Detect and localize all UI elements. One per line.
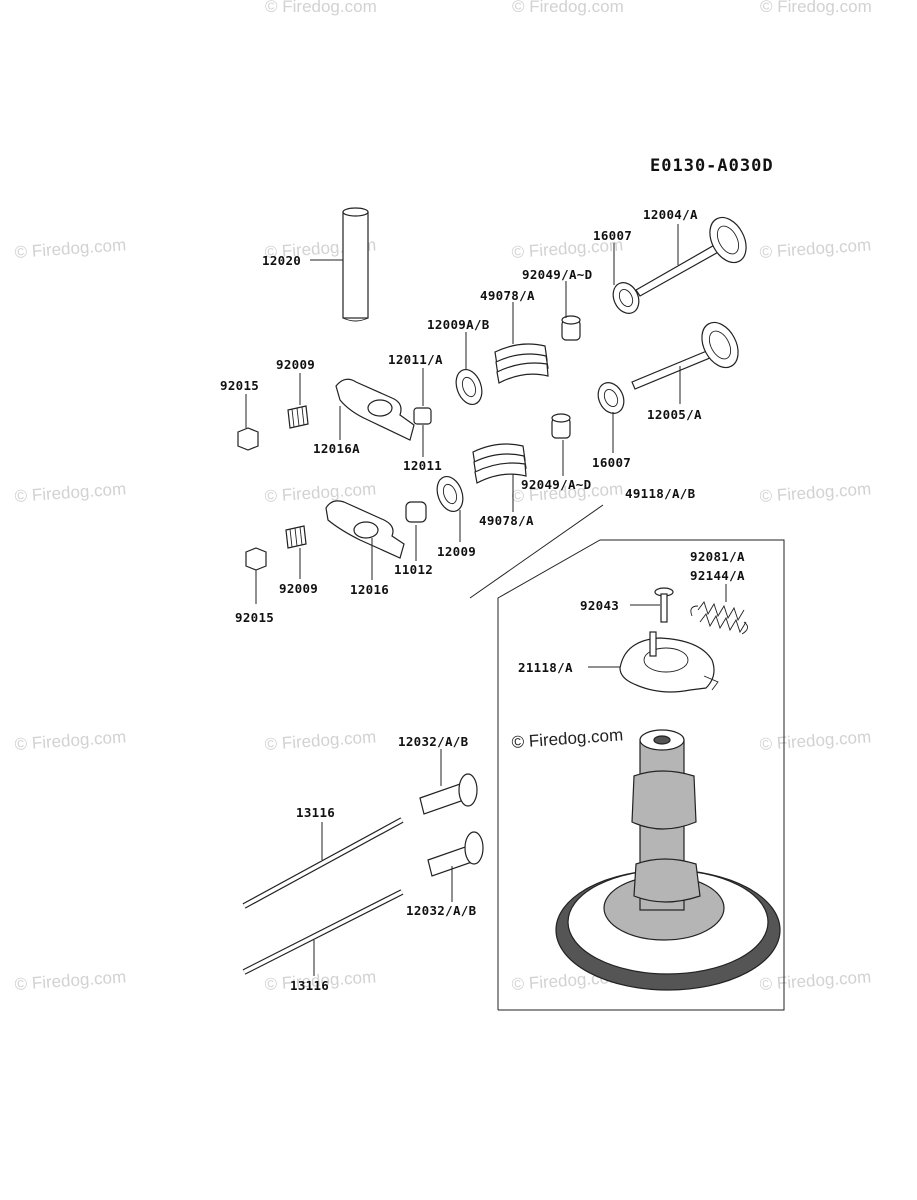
label-11012: 11012: [394, 562, 433, 577]
label-12020: 12020: [262, 253, 301, 268]
part-92043-pin: [630, 587, 674, 623]
part-92049-collet-mid: [551, 413, 571, 476]
part-12011a-nut: [413, 368, 432, 457]
watermark: © Firedog.com: [759, 727, 872, 754]
label-12016: 12016: [350, 582, 389, 597]
label-13116-top: 13116: [296, 805, 335, 820]
watermark: © Firedog.com: [14, 967, 127, 994]
watermark: © Firedog.com: [14, 235, 127, 262]
part-92015-nut-top: [237, 394, 259, 451]
label-12005a: 12005/A: [647, 407, 702, 422]
label-13116-bottom: 13116: [290, 978, 329, 993]
part-12009ab-retainer: [455, 332, 483, 406]
part-49118ab-camshaft: [555, 729, 781, 991]
label-16007-top: 16007: [593, 228, 632, 243]
part-16007-washer-mid: [597, 382, 625, 453]
part-16007-washer-top: [612, 243, 640, 314]
label-92015-top: 92015: [220, 378, 259, 393]
part-12016a-rocker: [335, 378, 415, 441]
part-92009-spring-top: [287, 373, 309, 429]
label-12004a: 12004/A: [643, 207, 698, 222]
label-92015-bottom: 92015: [235, 610, 274, 625]
watermark: © Firedog.com: [759, 235, 872, 262]
label-16007-mid: 16007: [592, 455, 631, 470]
part-21118a-governor-plate: [588, 631, 719, 693]
watermark: © Firedog.com: [14, 727, 127, 754]
part-49078a-spring-mid: [472, 443, 527, 512]
watermark: © Firedog.com: [760, 0, 872, 16]
part-49078a-spring-top: [494, 302, 549, 384]
label-21118a: 21118/A: [518, 660, 573, 675]
watermark: © Firedog.com: [759, 967, 872, 994]
part-12005a-valve: [631, 321, 739, 404]
part-12032ab-tappet-top: [419, 749, 478, 815]
watermark: © Firedog.com: [512, 0, 624, 16]
label-12011: 12011: [403, 458, 442, 473]
diagram-code: E0130-A030D: [650, 156, 774, 176]
part-13116-pushrod-bottom: [242, 889, 404, 976]
label-92009-top: 92009: [276, 357, 315, 372]
part-12032ab-tappet-bottom: [427, 831, 484, 902]
label-92009-bottom: 92009: [279, 581, 318, 596]
part-12009-retainer: [436, 475, 464, 542]
label-92144a: 92144/A: [690, 568, 745, 583]
label-92049-mid: 92049/A~D: [521, 477, 591, 492]
part-13116-pushrod-top: [242, 817, 404, 909]
label-12016a: 12016A: [313, 441, 360, 456]
part-12016-rocker: [325, 500, 405, 580]
label-49078a-top: 49078/A: [480, 288, 535, 303]
watermark: © Firedog.com: [759, 479, 872, 506]
label-12032ab-top: 12032/A/B: [398, 734, 469, 749]
label-12009: 12009: [437, 544, 476, 559]
label-92049-top: 92049/A~D: [522, 267, 592, 282]
part-92009-spring-bottom: [285, 525, 307, 579]
label-49078a-mid: 49078/A: [479, 513, 534, 528]
label-12032ab-bottom: 12032/A/B: [406, 903, 477, 918]
watermark: © Firedog.com: [14, 479, 127, 506]
watermark: © Firedog.com: [265, 0, 377, 16]
part-92015-nut-bottom: [245, 547, 267, 604]
part-12020-shaft: [310, 207, 369, 322]
camshaft-assembly-box: [469, 504, 785, 1011]
label-92043: 92043: [580, 598, 619, 613]
part-92144a-governor-spring: [690, 584, 748, 635]
watermark: © Firedog.com: [264, 727, 377, 754]
watermark-inline: © Firedog.com: [511, 725, 624, 752]
part-11012-cap: [405, 501, 427, 561]
part-12004a-valve: [635, 216, 747, 297]
label-92081a: 92081/A: [690, 549, 745, 564]
label-12011a: 12011/A: [388, 352, 443, 367]
label-12009ab: 12009A/B: [427, 317, 490, 332]
watermark: © Firedog.com: [264, 479, 377, 506]
label-49118ab: 49118/A/B: [625, 486, 696, 501]
part-92049-collet-top: [561, 281, 581, 341]
